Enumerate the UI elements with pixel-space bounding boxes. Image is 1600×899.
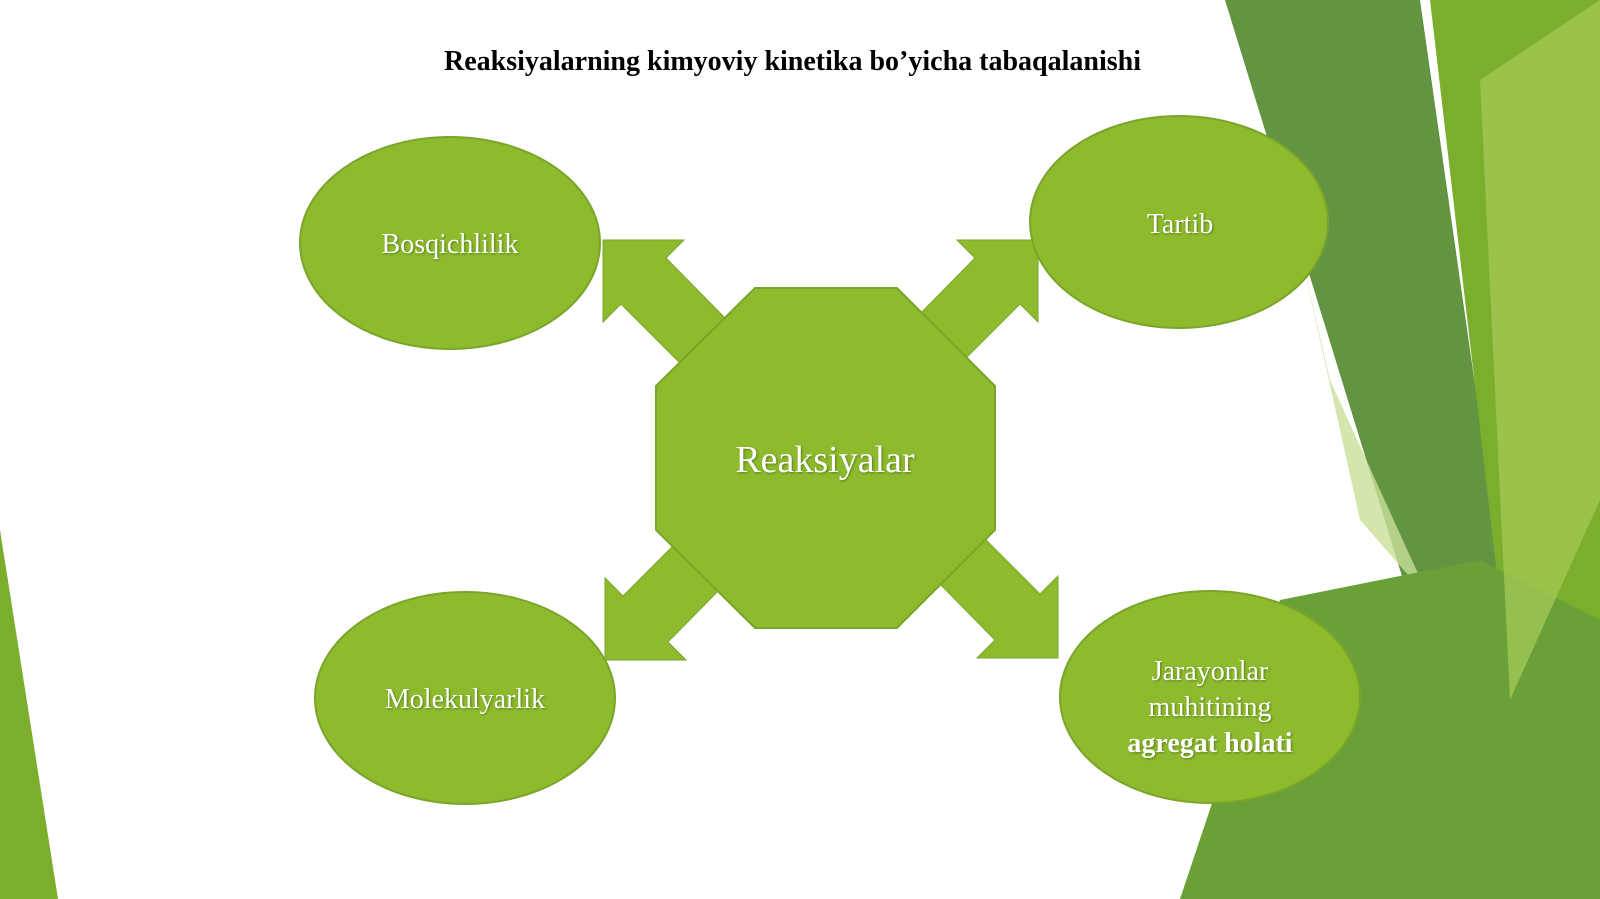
- node-top-left-label: Bosqichlilik: [300, 200, 600, 290]
- node-top-right-text: Tartib: [1146, 209, 1214, 240]
- node-bottom-left-text: Molekulyarlik: [384, 684, 546, 715]
- center-label: Reaksiyalar: [655, 415, 995, 505]
- center-label-text: Reaksiyalar: [735, 439, 915, 481]
- node-top-right-label: Tartib: [1030, 180, 1330, 270]
- ellipse-bottom-right: [1059, 590, 1361, 804]
- deco-left-stripe: [0, 530, 58, 899]
- deco-right-highlight: [1480, 0, 1600, 700]
- ellipse-bottom-left: [314, 591, 616, 805]
- node-bottom-right-line2: muhitining: [1148, 692, 1272, 723]
- ellipse-top-left: [299, 136, 601, 350]
- ellipse-top-right: [1029, 115, 1329, 329]
- node-bottom-right-line3: agregat holati: [1127, 728, 1293, 759]
- center-octagon: [655, 287, 996, 629]
- node-bottom-right-label: Jarayonlar muhitining agregat holati: [1060, 638, 1360, 778]
- slide-title: Reaksiyalarning kimyoviy kinetika bo’yic…: [443, 46, 1142, 77]
- node-top-left-text: Bosqichlilik: [381, 229, 519, 260]
- node-bottom-right-line1: Jarayonlar: [1151, 656, 1269, 687]
- node-bottom-left-label: Molekulyarlik: [315, 655, 615, 745]
